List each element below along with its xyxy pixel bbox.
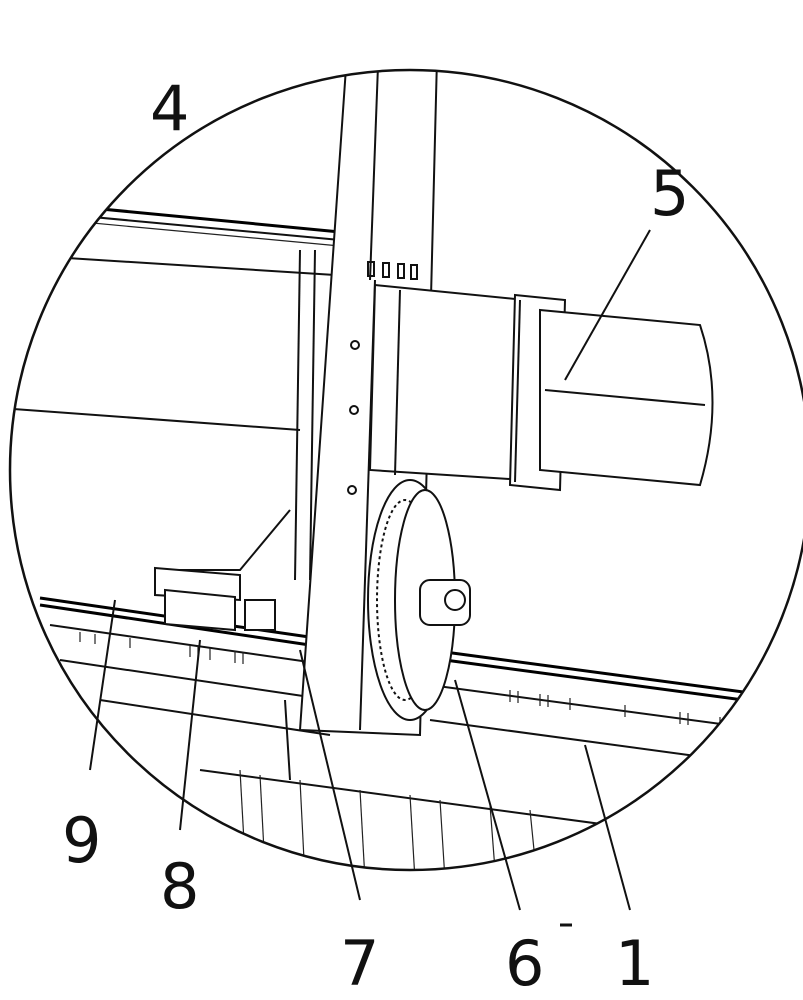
- label-part-8: 8: [160, 850, 199, 923]
- label-part-7: 7: [340, 927, 379, 1000]
- slider-block: [155, 568, 275, 630]
- detail-view: [0, 10, 803, 880]
- label-part-5: 5: [650, 157, 689, 230]
- lower-frame: [240, 770, 535, 880]
- label-part-6: 6: [505, 927, 544, 1000]
- label-part-1: 1: [615, 927, 654, 1000]
- label-part-4: 4: [150, 72, 189, 145]
- housing-body: [0, 205, 340, 580]
- gear: [368, 480, 470, 720]
- motor: [370, 285, 713, 490]
- label-part-9: 9: [62, 804, 101, 877]
